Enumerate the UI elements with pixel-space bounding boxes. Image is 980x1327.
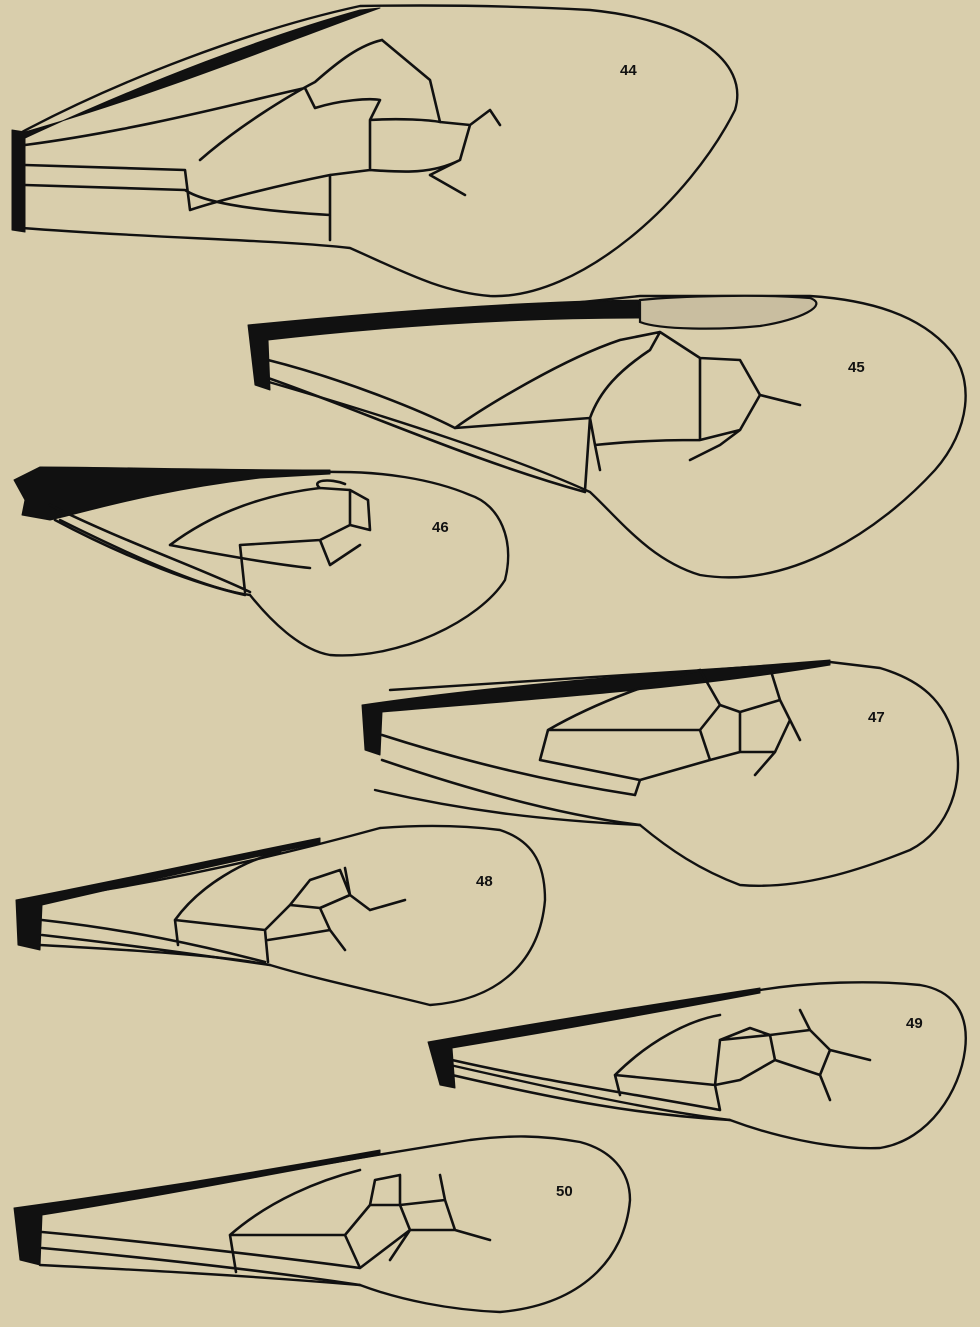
wing-figure-46: 46 <box>14 467 508 655</box>
costa-vein <box>362 660 830 755</box>
wing-figure-49: 49 <box>428 982 966 1148</box>
wing-figure-48: 48 <box>16 826 545 1005</box>
wing-outline <box>40 826 545 1005</box>
wing-figure-44: 44 <box>12 5 737 296</box>
wing-figure-45: 45 <box>248 296 966 578</box>
figure-label: 44 <box>620 62 637 79</box>
figure-label: 48 <box>476 873 493 890</box>
wing-veins <box>452 1010 870 1120</box>
pterostigma <box>640 296 816 329</box>
figure-label: 46 <box>432 519 449 536</box>
figure-label: 49 <box>906 1015 923 1032</box>
wing-figure-50: 50 <box>14 1136 630 1312</box>
costa-vein <box>12 8 380 232</box>
wing-veins <box>25 40 500 240</box>
wing-outline <box>445 982 966 1148</box>
wing-outline <box>22 5 737 296</box>
figure-label: 45 <box>848 359 865 376</box>
wing-outline <box>262 296 966 577</box>
costa-vein <box>428 988 760 1088</box>
figure-label: 47 <box>868 709 885 726</box>
costa-vein <box>248 300 660 390</box>
wing-figure-47: 47 <box>362 660 958 886</box>
figure-label: 50 <box>556 1183 573 1200</box>
